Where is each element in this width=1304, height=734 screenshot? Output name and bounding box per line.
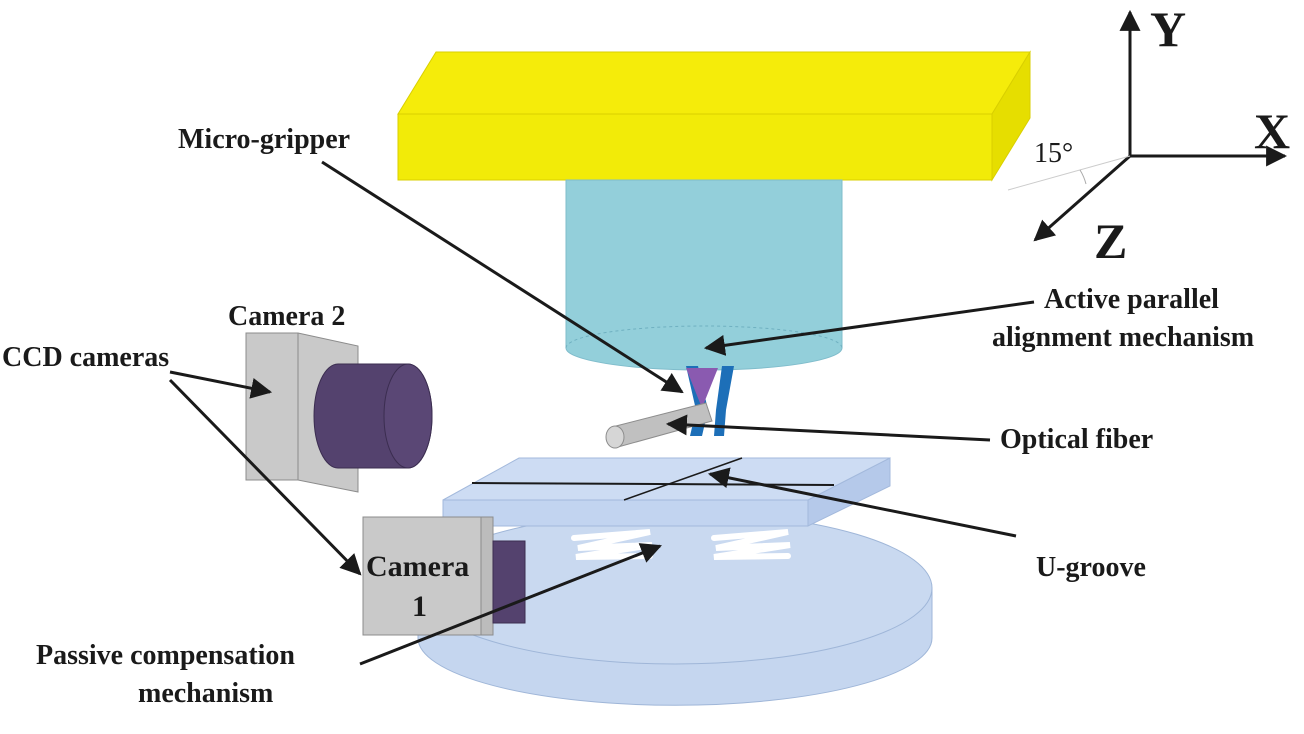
angle-label: 15° [1034,138,1073,169]
camera-1-label-line1: Camera [366,550,469,583]
u-groove-arrow [707,467,1017,538]
active-alignment-arrow [703,300,1035,356]
optical-fiber-label: Optical fiber [1000,424,1153,455]
camera-1 [362,516,526,636]
camera-2-label: Camera 2 [228,301,345,332]
passive-compensation-label-line1: Passive compensation [36,640,295,671]
z-axis-label: Z [1094,213,1127,269]
ccd-cameras-label: CCD cameras [2,342,169,373]
x-axis-label: X [1254,103,1290,159]
optical-fiber [605,402,713,449]
camera-2 [245,332,433,493]
micro-gripper-label: Micro-gripper [178,124,350,155]
y-axis-label: Y [1150,1,1186,57]
passive-compensation-arrow [359,543,662,666]
u-groove-slab [442,457,891,527]
coordinate-axes [1007,9,1288,242]
spring-left [571,529,653,560]
top-plate [397,50,1031,182]
ccd-to-camera2-arrow [169,370,273,399]
micro-gripper-arrow [321,160,684,394]
active-alignment-label-line1: Active parallel [1044,284,1219,315]
camera-1-label-line2: 1 [412,590,427,623]
active-alignment-label-line2: alignment mechanism [992,322,1254,353]
leader-lines [168,160,1035,666]
alignment-column [565,179,843,371]
ccd-to-camera1-arrow [168,378,362,576]
spring-right [711,529,791,560]
optical-fiber-arrow [665,414,991,442]
passive-compensation-label-line2: mechanism [138,678,273,709]
u-groove-label: U-groove [1036,552,1146,583]
